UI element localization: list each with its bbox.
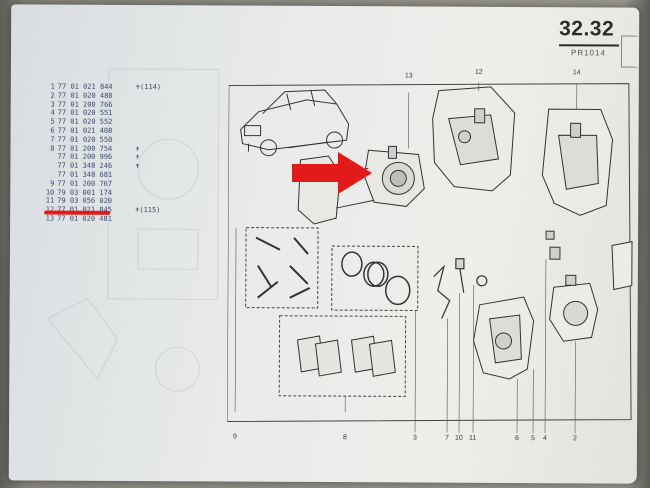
section-code: PR1014 — [570, 48, 606, 58]
part-index: 1 — [50, 82, 55, 91]
car-illustration — [240, 89, 350, 157]
partial-part-right — [611, 241, 633, 291]
part-reference: 77 01 200 754 — [57, 144, 113, 153]
part-reference: 77 01 020 551 — [57, 108, 113, 118]
part-index: 7 — [50, 135, 55, 144]
part-mark — [136, 109, 156, 118]
part-index: 5 — [50, 117, 55, 126]
part-mark — [136, 118, 156, 127]
bleed-through-graphic — [46, 68, 220, 392]
red-pointer-arrow-icon — [292, 152, 372, 194]
part-mark — [135, 189, 155, 198]
part-index: 3 — [50, 100, 55, 109]
part-mark — [135, 197, 155, 206]
part-reference: 77 01 348 246 — [57, 161, 113, 171]
part-index — [44, 171, 54, 180]
callout-6: 6 — [514, 435, 519, 443]
part-index — [44, 162, 54, 171]
callout-4: 4 — [542, 435, 547, 443]
part-index: 6 — [50, 126, 55, 135]
callout-2: 2 — [572, 435, 577, 443]
callout-11: 11 — [468, 434, 477, 442]
part-mark — [136, 101, 156, 110]
part-mark: ✝ — [135, 162, 140, 171]
callout-12: 12 — [474, 68, 483, 76]
part-index: 9 — [50, 179, 55, 188]
caliper-bracket-14 — [541, 108, 614, 216]
hardware-7-10-11 — [433, 258, 488, 319]
part-reference: 77 01 020 550 — [57, 135, 113, 144]
callout-8: 8 — [342, 434, 347, 442]
part-mark — [136, 92, 156, 101]
part-index: 10 — [45, 188, 55, 197]
part-reference: 77 01 020 481 — [57, 214, 112, 223]
part-index: 13 — [45, 214, 55, 223]
box-9-pins — [245, 227, 319, 309]
caliper-housing-6 — [472, 296, 535, 380]
part-mark: ✝ — [135, 144, 140, 153]
callout-labels: 13 12 14 9 8 3 7 10 11 6 5 4 2 — [11, 4, 639, 443]
part-index: 8 — [50, 144, 55, 153]
part-mark: ✝(114) — [135, 83, 162, 92]
box-8-brake-pads — [278, 315, 407, 397]
part-mark — [135, 171, 155, 180]
box-seal-kit — [331, 245, 419, 311]
callout-9: 9 — [232, 433, 237, 441]
part-mark — [135, 215, 155, 224]
caliper-bracket-12 — [432, 86, 516, 192]
part-reference: 77 01 021 844 — [57, 82, 113, 91]
part-reference: 77 01 020 480 — [57, 91, 113, 100]
callout-3: 3 — [412, 434, 417, 442]
part-mark: ✝(115) — [135, 206, 161, 215]
callout-10: 10 — [454, 434, 463, 442]
page-number: 32.32 — [559, 17, 615, 41]
part-reference: 79 03 001 174 — [57, 188, 113, 197]
part-index: 2 — [50, 91, 55, 100]
page-tab — [620, 35, 639, 68]
part-reference: 77 01 200 996 — [57, 152, 113, 162]
part-reference: 77 01 348 681 — [57, 170, 113, 179]
part-index: 4 — [50, 108, 55, 117]
exploded-diagram — [226, 82, 633, 434]
caliper-assembly-13 — [297, 145, 425, 225]
part-reference: 77 01 200 767 — [57, 179, 113, 188]
callout-7: 7 — [444, 434, 449, 442]
cylinder-2 — [549, 274, 599, 342]
part-index: 11 — [45, 196, 55, 205]
part-mark — [135, 180, 155, 189]
callout-5: 5 — [530, 435, 535, 443]
part-reference: 79 03 056 020 — [57, 196, 113, 206]
highlight-underline — [44, 210, 111, 215]
part-reference: 77 01 200 766 — [57, 100, 113, 109]
part-reference: 77 01 021 408 — [57, 126, 113, 135]
callout-13: 13 — [404, 72, 413, 80]
callout-14: 14 — [572, 69, 581, 77]
bleeder-4-5 — [545, 230, 561, 260]
part-reference: 77 01 020 552 — [57, 117, 113, 127]
part-index — [44, 153, 54, 162]
part-mark — [136, 127, 156, 136]
part-mark — [136, 136, 156, 145]
part-mark: ✝ — [135, 153, 140, 162]
leader-lines — [234, 82, 578, 434]
header-rule — [559, 44, 620, 47]
